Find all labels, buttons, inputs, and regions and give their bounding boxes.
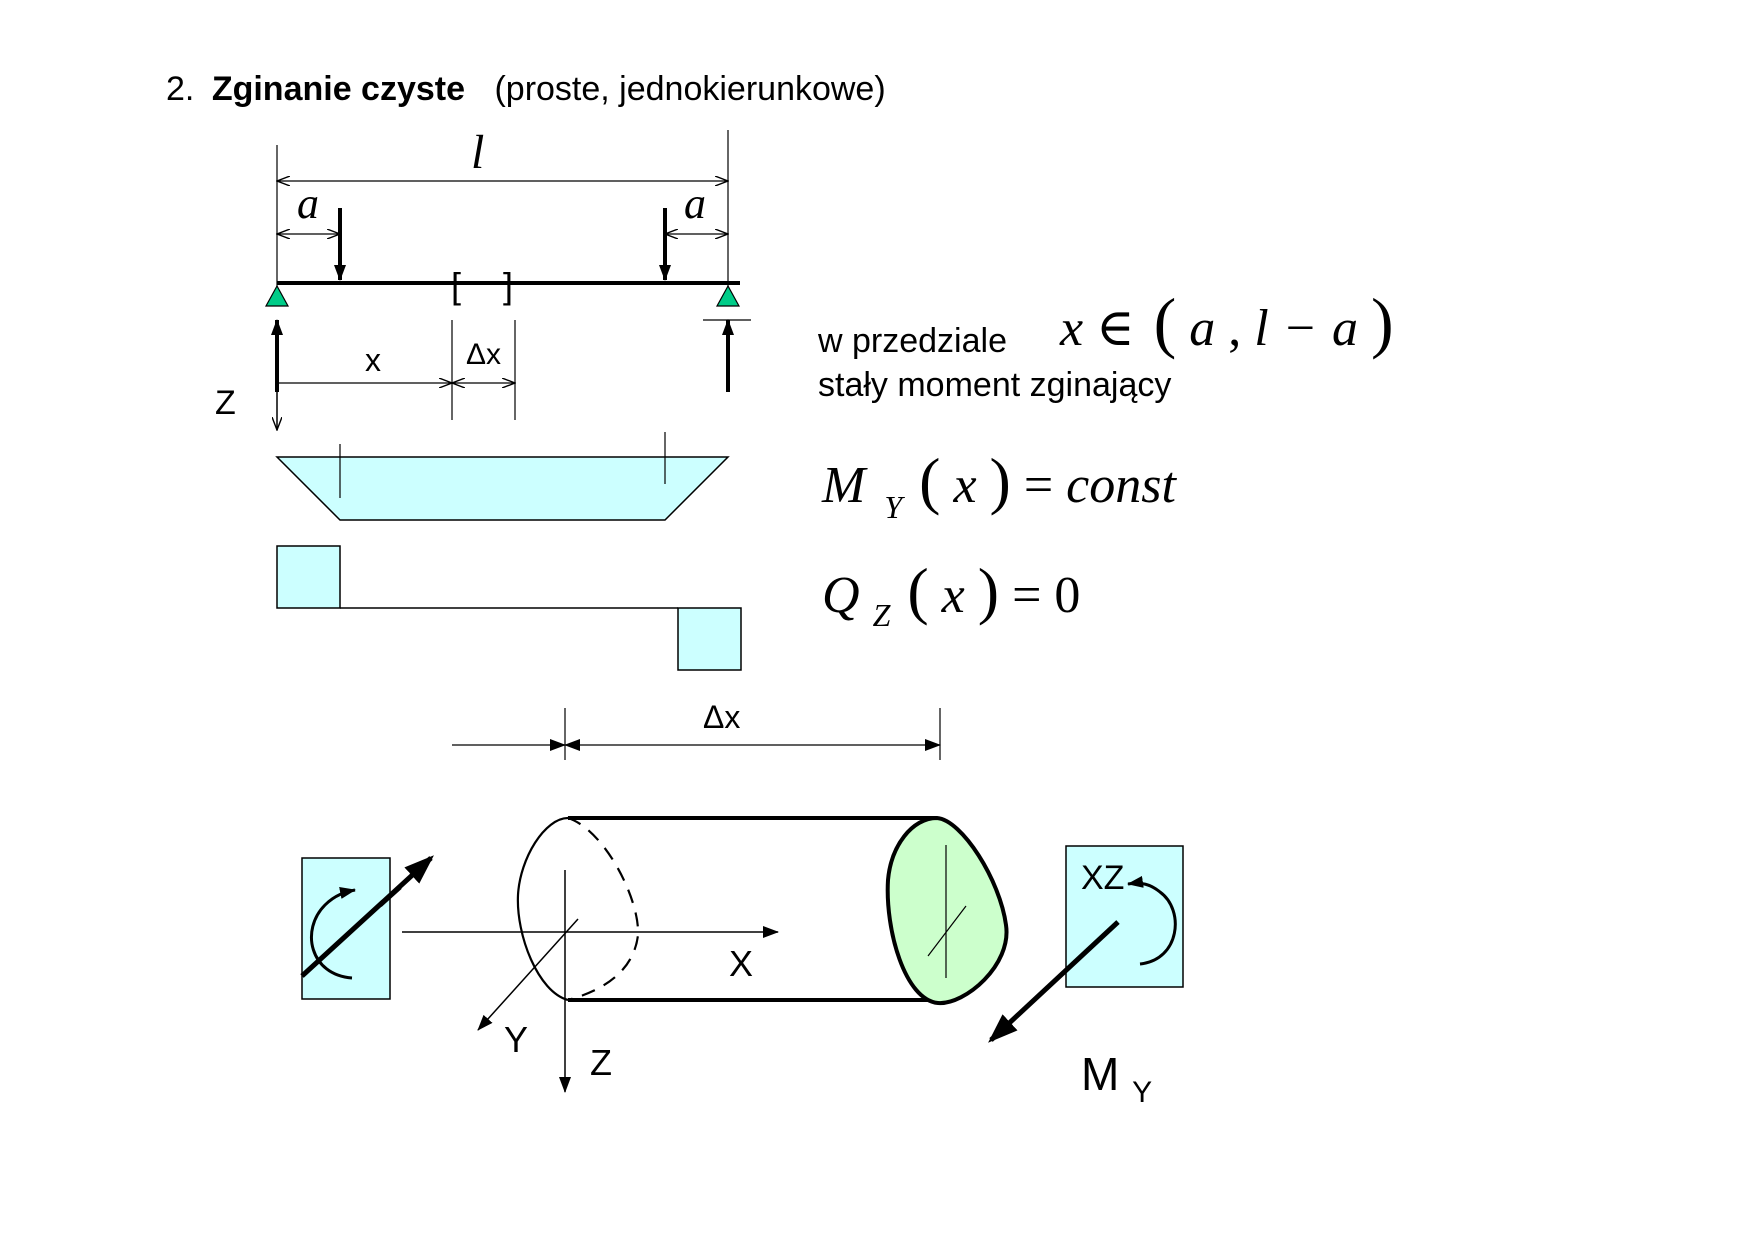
heading-title: Zginanie czyste xyxy=(212,70,465,108)
section-heading: 2. Zginanie czyste (proste, jednokierunk… xyxy=(166,70,886,108)
offset-label-right: a xyxy=(684,179,706,228)
shear-diagram-area-right xyxy=(677,607,742,671)
length-label: l xyxy=(471,126,484,179)
support-left-icon xyxy=(264,284,290,307)
interval-text-line2: stały moment zginający xyxy=(818,366,1171,404)
left-moment-plane xyxy=(301,857,391,1000)
interval-formula: x ∈ ( a , l − a ) xyxy=(1059,284,1394,360)
segment-bracket-right: ] xyxy=(503,265,513,306)
left-moment-vector-head2 xyxy=(378,885,402,907)
right-moment-plane xyxy=(1065,845,1184,988)
shear-diagram xyxy=(276,545,742,671)
element-x-label: X xyxy=(729,943,753,984)
left-moment-rotation-arc xyxy=(310,887,356,980)
interval-text-line1: w przedziale xyxy=(817,322,1007,360)
moment-diagram xyxy=(275,432,730,521)
heading-subtitle: (proste, jednokierunkowe) xyxy=(494,70,885,108)
right-section-tick xyxy=(927,905,967,957)
beam-element: Δx X Z Y xyxy=(402,699,1009,1093)
element-z-label: Z xyxy=(590,1042,612,1083)
element-y-axis xyxy=(477,918,579,1031)
moment-label-sub: Y xyxy=(1132,1076,1152,1109)
heading-number: 2. xyxy=(166,70,194,108)
left-moment-symbol xyxy=(300,855,434,1000)
element-dx-label: Δx xyxy=(703,699,740,735)
beam-z-label: Z xyxy=(215,384,236,422)
beam-x-label: x xyxy=(365,342,381,378)
left-section-outline xyxy=(516,816,569,1002)
moment-diagram-area xyxy=(275,456,730,521)
right-moment-vector xyxy=(988,920,1120,1043)
left-moment-vector xyxy=(300,855,434,978)
element-y-label: Y xyxy=(504,1019,528,1060)
right-section-face xyxy=(885,815,1009,1006)
shear-formula: Q Z ( x ) = 0 xyxy=(822,555,1080,638)
shear-diagram-area-left xyxy=(276,545,341,609)
beam-dx-label: Δx xyxy=(466,338,501,371)
moment-label-main: M xyxy=(1081,1048,1119,1100)
beam-scheme: l a a [ ] Z x Δx xyxy=(215,126,751,430)
moment-label: M Y xyxy=(1081,1048,1152,1109)
moment-formula: M Y ( x ) = const xyxy=(821,445,1177,530)
left-section-hidden xyxy=(567,816,640,1002)
right-moment-symbol: XZ M Y xyxy=(988,845,1184,1109)
right-moment-rotation-arc xyxy=(1127,875,1177,966)
offset-label-left: a xyxy=(297,179,319,228)
support-right-icon xyxy=(715,284,741,307)
segment-bracket-left: [ xyxy=(451,265,461,306)
right-plane-label: XZ xyxy=(1081,859,1124,897)
